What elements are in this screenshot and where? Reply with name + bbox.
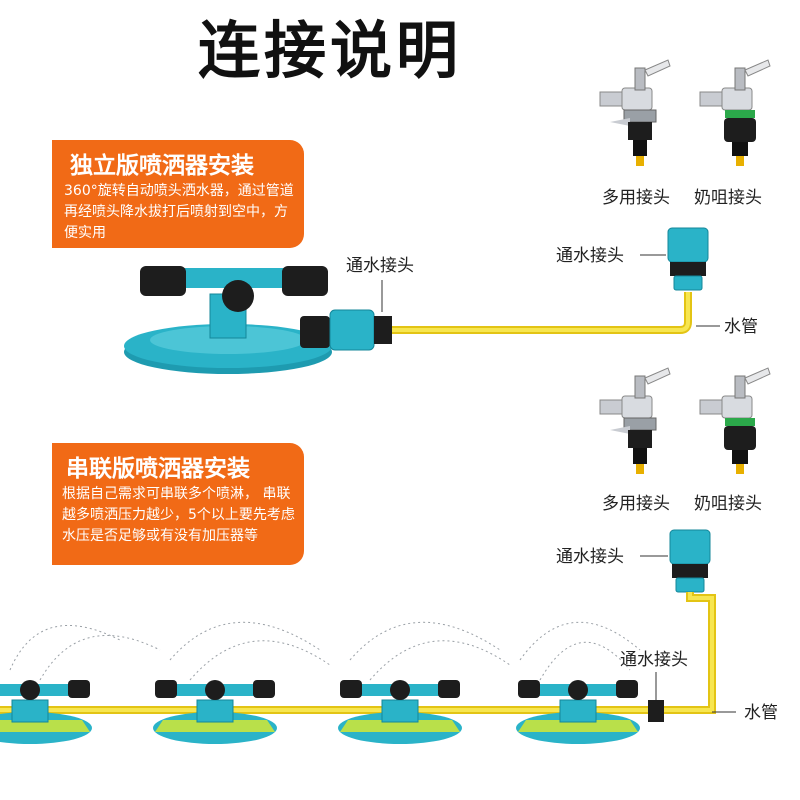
standalone-description: 360°旋转自动喷头洒水器，通过管道再经喷头降水拔打后喷射到空中，方便实用 [64,183,294,241]
label-multi-connector-top: 多用接头 [602,188,670,208]
label-water-pipe-top: 水管 [724,317,758,337]
faucet-multi-use-top [599,59,671,167]
label-water-connector-top: 通水接头 [556,246,624,266]
series-description: 根据自己需求可串联多个喷淋， 串联越多喷洒压力越少，5个以上要先考虑水压是否足够… [62,486,295,544]
spray-arcs [9,621,641,681]
label-nipple-connector-bottom: 奶咀接头 [694,494,762,514]
label-multi-connector-bottom: 多用接头 [602,494,670,514]
label-water-connector-standalone: 通水接头 [346,256,414,276]
label-nipple-connector-top: 奶咀接头 [694,188,762,208]
standalone-info-card: 独立版喷洒器安装 360°旋转自动喷头洒水器，通过管道再经喷头降水拔打后喷射到空… [52,140,304,248]
water-pipe-top [380,292,692,334]
series-info-card: 串联版喷洒器安装 根据自己需求可串联多个喷淋， 串联越多喷洒压力越少，5个以上要… [52,443,304,565]
water-connector-top [667,227,709,291]
standalone-heading: 独立版喷洒器安装 [70,153,254,179]
sprinkler-standalone [124,266,392,374]
faucet-nipple-bottom [699,367,771,475]
label-water-connector-bottom: 通水接头 [556,547,624,567]
water-connector-bottom [669,529,711,593]
faucet-nipple-top [699,59,771,167]
label-water-connector-series: 通水接头 [620,650,688,670]
faucet-multi-use-bottom [599,367,671,475]
label-water-pipe-bottom: 水管 [744,703,778,723]
series-heading: 串联版喷洒器安装 [66,456,250,482]
page-title: 连接说明 [197,14,462,87]
